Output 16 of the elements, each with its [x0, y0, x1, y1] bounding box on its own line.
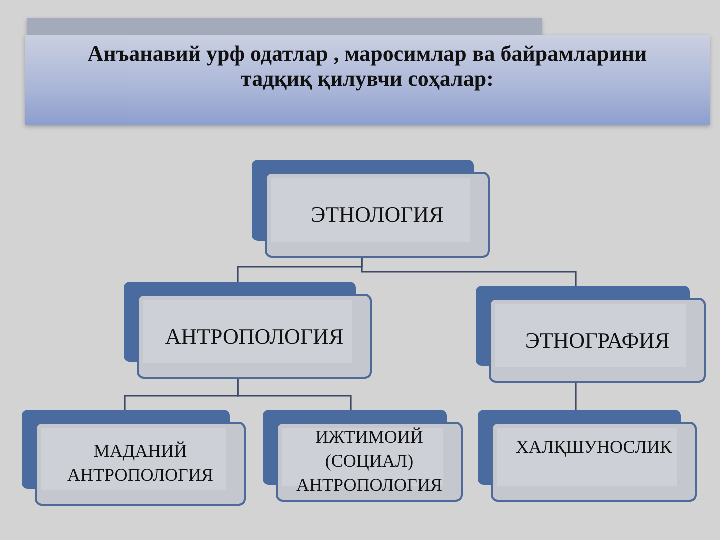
node-label: ЭТНОГРАФИЯ: [525, 326, 670, 355]
node-card: [252, 160, 490, 258]
node-label: ЭТНОЛОГИЯ: [311, 201, 444, 230]
node-label: МАДАНИЙ АНТРОПОЛОГИЯ: [66, 440, 214, 487]
node-label: АНТРОПОЛОГИЯ: [165, 322, 344, 351]
node-label: ХАЛҚШУНОСЛИК: [516, 436, 672, 459]
node-card: [476, 286, 706, 383]
node-card: [263, 410, 463, 502]
node-card: [478, 410, 697, 502]
node-label: ИЖТИМОИЙ (СОЦИАЛ) АНТРОПОЛОГИЯ: [296, 426, 444, 497]
connector-line: [361, 258, 577, 286]
node-card: [22, 410, 246, 506]
title: Анъанавий урф одатлар , маросимлар ва байрамларини тадқиқ қилувчи соҳалар:: [86, 41, 648, 91]
node-card: [124, 282, 372, 379]
connector-line: [575, 383, 577, 410]
connector-line: [237, 379, 352, 410]
